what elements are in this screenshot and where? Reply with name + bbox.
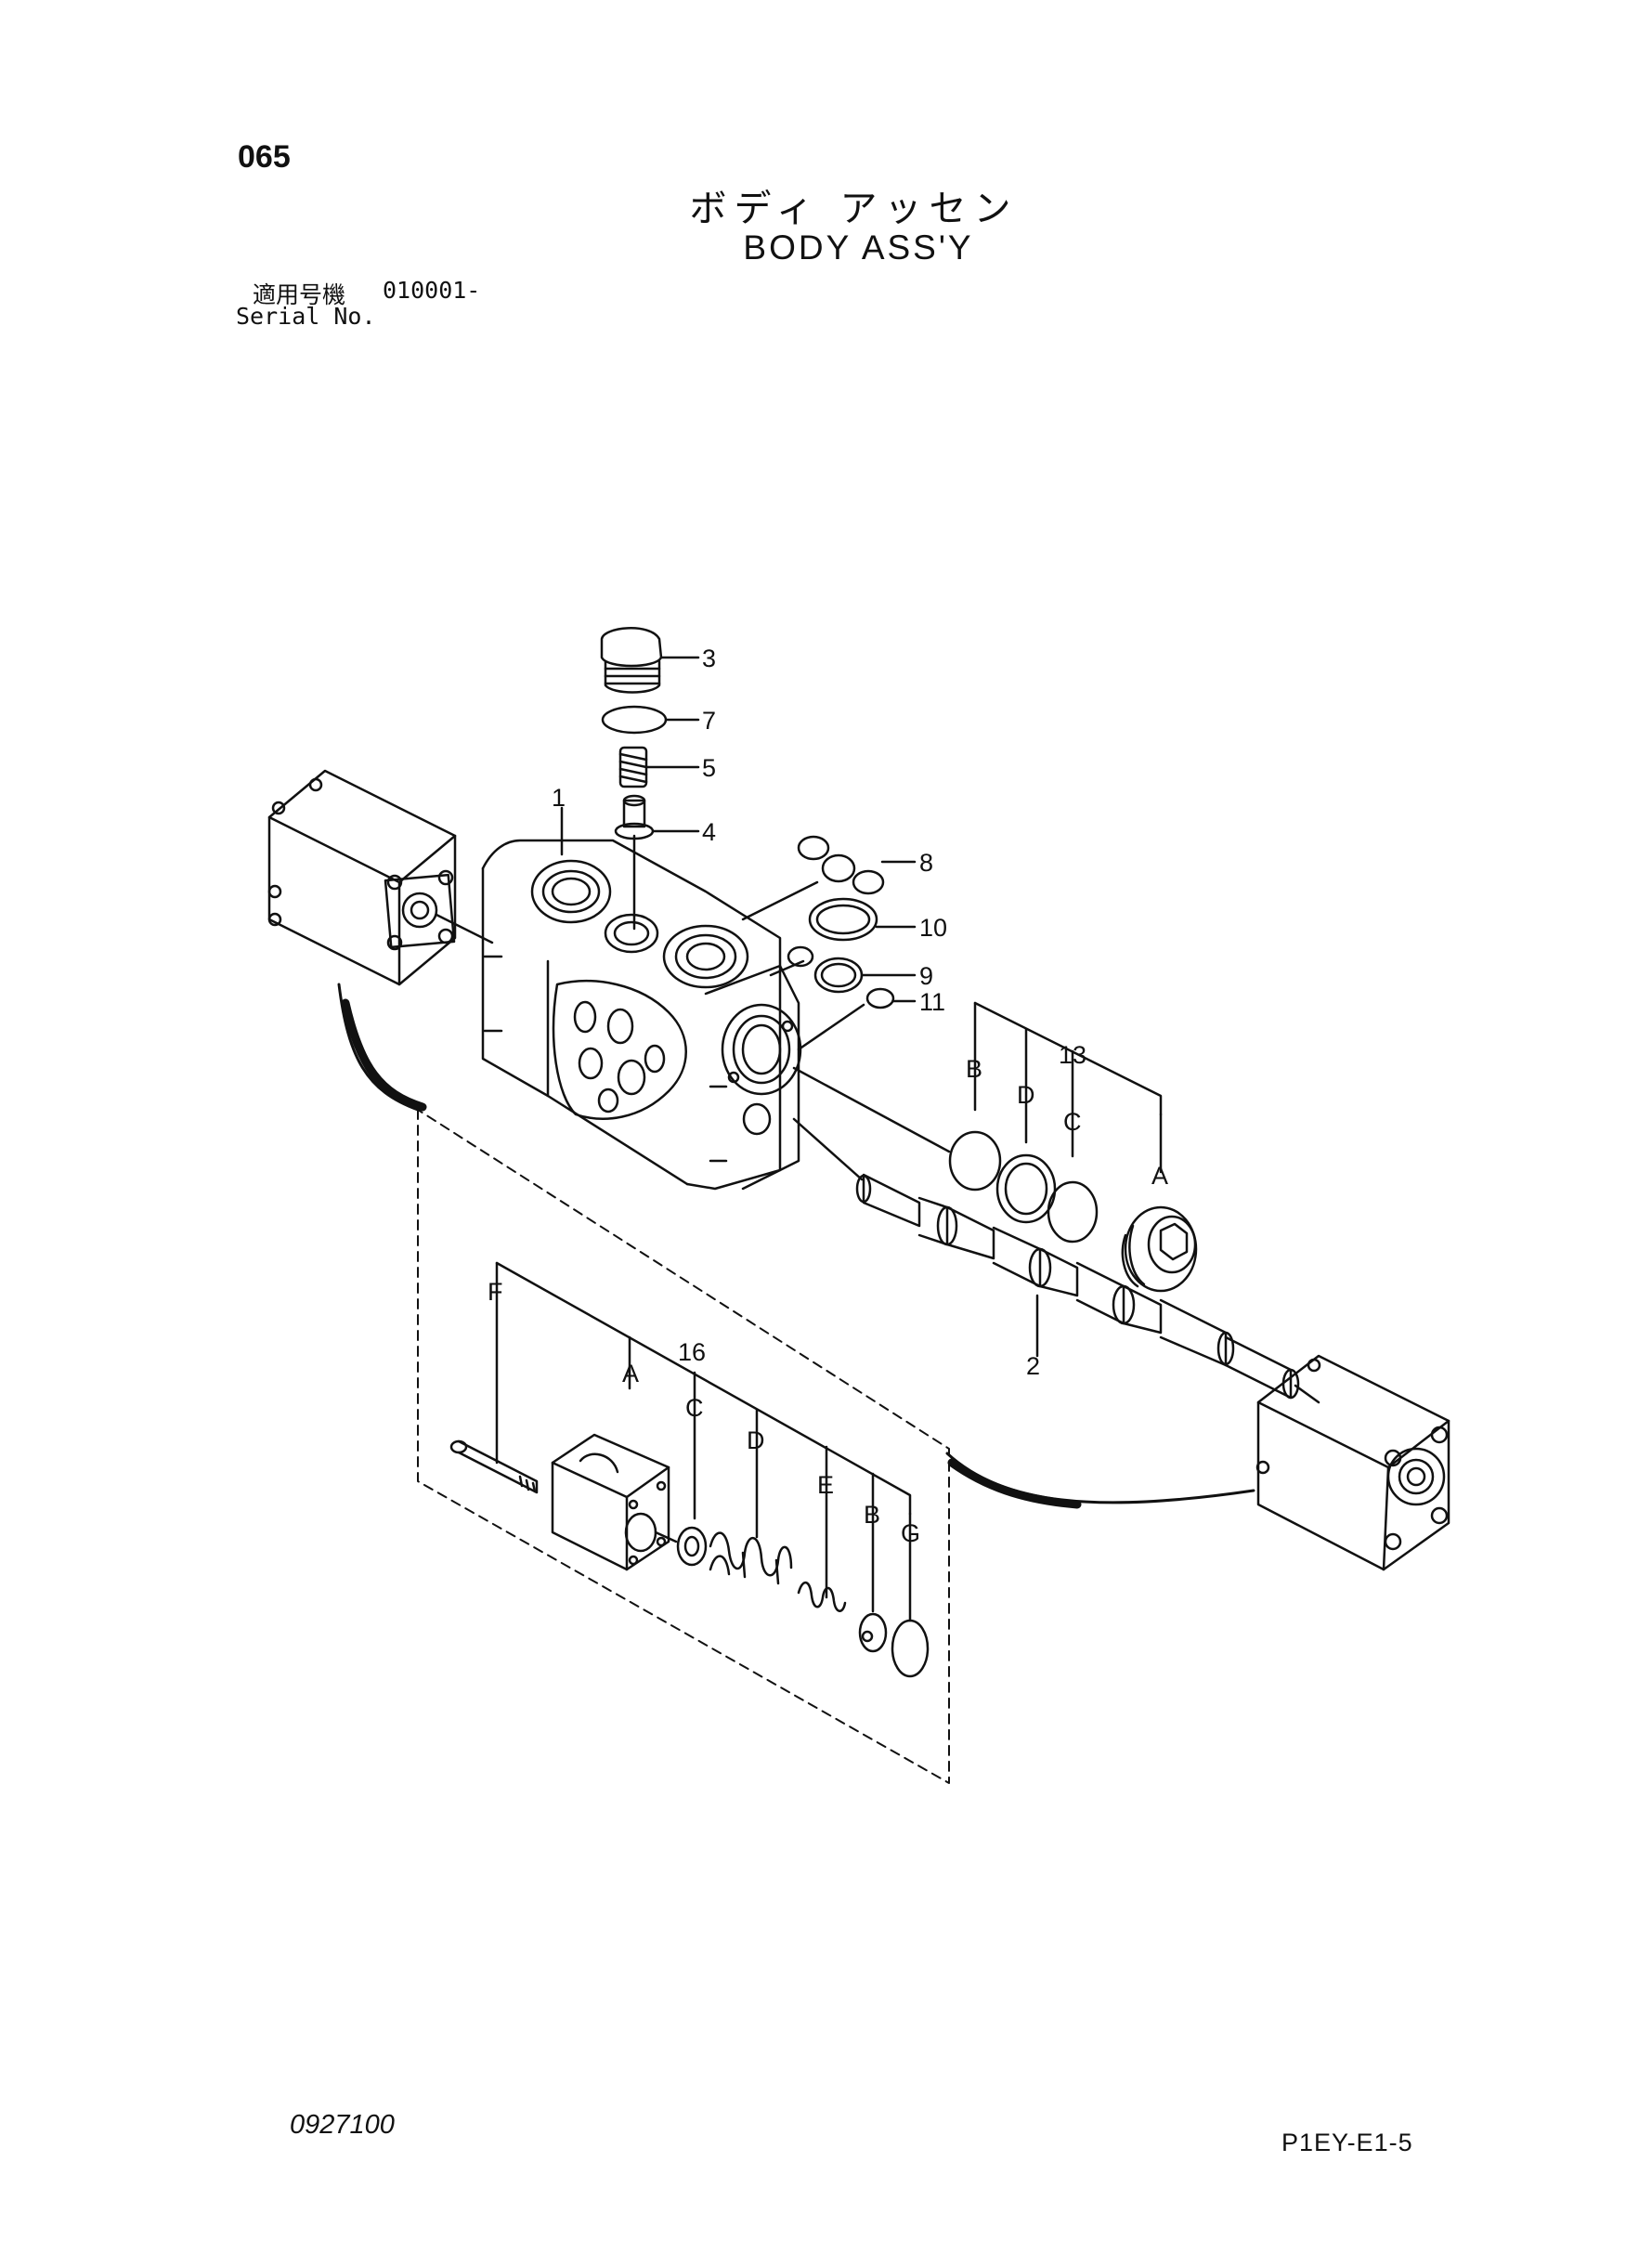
drawing-number: 0927100 <box>290 2110 395 2140</box>
left-end-cap <box>267 769 457 986</box>
callout-10: 10 <box>919 914 947 942</box>
oring-part-8 <box>797 835 885 895</box>
plug-part-3 <box>600 627 663 694</box>
callout-16-b: B <box>864 1501 880 1529</box>
oring-part-9 <box>787 945 864 994</box>
callout-1: 1 <box>552 784 566 812</box>
title-japanese: ボディ アッセン <box>689 188 1019 230</box>
callout-13: 13 <box>1059 1041 1086 1069</box>
bolt-16f <box>449 1439 539 1494</box>
spool-part-2 <box>855 1173 1300 1400</box>
plug-13a <box>1121 1205 1198 1293</box>
bracket-13 <box>973 1001 1163 1116</box>
callout-13-a: A <box>1151 1162 1168 1190</box>
backup-ring-13d <box>995 1153 1057 1224</box>
callout-16-d: D <box>747 1426 765 1454</box>
connection-curve-left <box>337 983 420 1112</box>
callout-9: 9 <box>919 962 933 990</box>
callout-5: 5 <box>702 754 716 782</box>
serial-label-en: Serial No. <box>236 303 376 330</box>
sheet-code: P1EY-E1-5 <box>1281 2129 1413 2156</box>
oring-part-10 <box>808 897 878 942</box>
callout-3: 3 <box>702 645 716 672</box>
callout-16-a: A <box>622 1360 639 1387</box>
callout-16-e: E <box>817 1471 834 1499</box>
page-number: 065 <box>238 139 291 175</box>
spring-16e <box>797 1581 847 1612</box>
valve-body <box>481 839 802 1191</box>
callout-8: 8 <box>919 849 933 877</box>
block-16a <box>551 1433 670 1571</box>
title-english: BODY ASS'Y <box>743 228 974 267</box>
right-end-cap <box>1255 1354 1450 1571</box>
callout-2: 2 <box>1026 1352 1040 1380</box>
oring-part-7 <box>601 705 668 735</box>
poppet-part-4 <box>614 794 655 840</box>
serial-label-jp: 適用号機 <box>253 281 346 308</box>
callout-13-b: B <box>966 1055 982 1083</box>
seat-16c <box>676 1526 708 1567</box>
oring-13b <box>948 1130 1002 1192</box>
oring-part-11 <box>865 987 895 1009</box>
callout-16-f: F <box>488 1278 503 1306</box>
dashed-enclosure <box>417 1109 950 1784</box>
callout-13-c: C <box>1063 1108 1082 1136</box>
connection-curve-right <box>945 1452 1255 1504</box>
callout-11: 11 <box>919 988 945 1016</box>
callout-7: 7 <box>702 707 716 735</box>
callout-4: 4 <box>702 818 716 846</box>
serial-value: 010001- <box>383 277 481 304</box>
oring-13c <box>1047 1180 1099 1244</box>
callout-16-g: G <box>901 1519 920 1547</box>
callout-16: 16 <box>678 1338 706 1366</box>
washer-16b <box>858 1612 888 1653</box>
bracket-16 <box>495 1261 912 1516</box>
oring-16g <box>891 1619 930 1678</box>
callout-16-c: C <box>685 1394 704 1422</box>
callout-13-d: D <box>1017 1081 1035 1109</box>
spring-part-5 <box>618 746 648 788</box>
spring-16d <box>709 1531 793 1585</box>
